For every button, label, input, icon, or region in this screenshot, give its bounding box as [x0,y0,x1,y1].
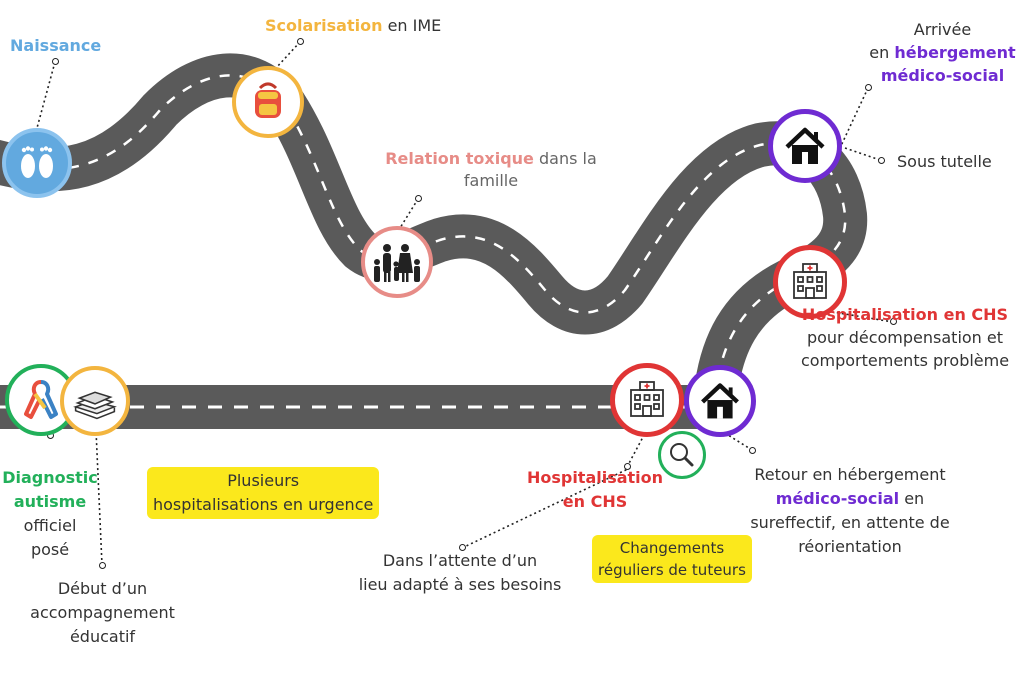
hosp-mid-l2: en CHS [562,492,628,511]
plusieurs-l1: Plusieurs [227,471,300,490]
hebergement-node [768,109,842,183]
attente-label: Dans l’attente d’un lieu adapté à ses be… [355,549,565,597]
hospital-icon [630,381,664,417]
hospitalisation-mid-node [610,363,684,437]
house-icon [785,127,825,164]
hosp-top-l3: comportements problème [800,351,1010,370]
retour-l2a: médico-social [775,489,900,508]
arrivee-l3: médico-social [880,66,1005,85]
debut-l3: éducatif [69,627,136,646]
retour-l4: réorientation [798,537,902,556]
diag-l4: posé [30,540,70,559]
plusieurs-highlight: Plusieurs hospitalisations en urgence [147,467,380,519]
changements-highlight: Changements réguliers de tuteurs [592,535,752,583]
connector-dot [459,544,466,551]
sous-tutelle-label: Sous tutelle [897,152,992,171]
connector-dot [99,562,106,569]
hosp-top-l2: pour décompensation et [806,328,1004,347]
attente-l2: lieu adapté à ses besoins [358,575,562,594]
family-icon [374,244,420,282]
accompagnement-node [60,366,130,436]
connector-dot [297,38,304,45]
arrivee-l2b: hébergement [894,43,1016,62]
arrivee-l2a: en [869,43,895,62]
retour-hebergement-node [684,365,756,437]
retour-l3: sureffectif, en attente de [750,513,950,532]
hospitalisation-top-node [773,245,847,319]
arrivee-label: Arrivée en hébergement médico-social [860,18,1024,87]
diagnostic-label: Diagnostic autisme officiel posé [0,466,100,562]
connector-dot [865,84,872,91]
hosp-mid-l1: Hospitalisation [526,468,664,487]
books-icon [73,391,117,420]
connector-dot [878,157,885,164]
scolarisation-rest: en IME [382,16,442,35]
scolarisation-title: Scolarisation [265,16,383,35]
hospital-icon [793,263,827,299]
relation-node [361,226,433,298]
connector-dot [749,447,756,454]
magnifier-icon [670,443,694,467]
hosp-top-title: Hospitalisation en CHS [801,305,1009,324]
relation-label: Relation toxique dans la famille [385,148,597,192]
debut-l1: Début d’un [57,579,148,598]
relation-title: Relation toxique [385,149,534,168]
connector-dot [415,195,422,202]
retour-label: Retour en hébergement médico-social en s… [740,463,960,559]
house-icon [701,383,739,419]
changements-tuteurs-node [658,431,706,479]
footprints-icon [21,146,53,178]
backpack-icon [255,82,281,118]
autism-ribbon-icon [24,380,58,419]
relation-rest2: famille [463,171,519,190]
connector-dot [52,58,59,65]
changements-l2: réguliers de tuteurs [598,561,746,579]
naissance-node [2,128,72,198]
debut-label: Début d’un accompagnement éducatif [20,577,185,649]
connector-dot [624,463,631,470]
diag-l1: Diagnostic [2,468,98,487]
changements-l1: Changements [619,539,725,557]
scolarisation-label: Scolarisation en IME [265,15,441,37]
diag-l3: officiel [23,516,77,535]
attente-l1: Dans l’attente d’un [382,551,538,570]
arrivee-l1: Arrivée [913,20,972,39]
relation-rest1: dans la [533,149,597,168]
retour-l1: Retour en hébergement [754,465,946,484]
debut-l2: accompagnement [30,603,175,622]
hosp-top-label: Hospitalisation en CHS pour décompensati… [790,303,1020,372]
retour-l2b: en [899,489,925,508]
diag-l2: autisme [13,492,87,511]
scolarisation-node [232,66,304,138]
plusieurs-l2: hospitalisations en urgence [153,495,374,514]
hosp-mid-label: Hospitalisation en CHS [520,466,670,514]
naissance-label: Naissance [10,36,102,55]
connector-dot [890,318,897,325]
